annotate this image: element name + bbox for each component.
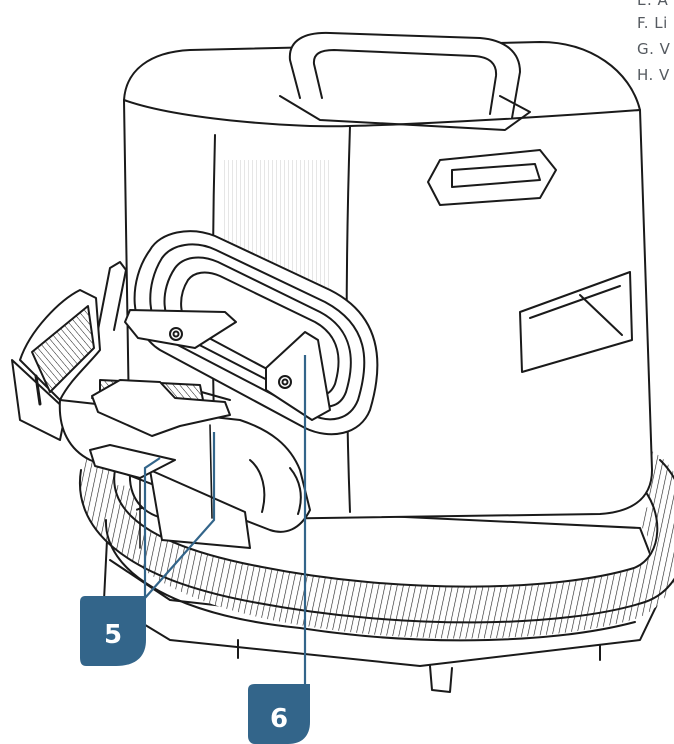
legend-item-e: E. A	[637, 0, 669, 9]
legend-item-h: H. V	[637, 66, 670, 84]
carry-handle	[279, 31, 557, 206]
accessory-clips	[89, 309, 237, 549]
legend-item-g: G. V	[637, 40, 671, 58]
parts-legend: E. A F. Li G. V H. V	[637, 0, 674, 100]
side-grip	[519, 271, 633, 373]
callout-5-number: 5	[104, 620, 122, 650]
callout-6-number: 6	[270, 704, 288, 734]
callout-6: 6	[248, 684, 310, 744]
legend-item-f: F. Li	[637, 14, 668, 32]
crevice-tool	[11, 289, 101, 441]
callout-5: 5	[80, 596, 146, 666]
nozzle-clip	[265, 331, 331, 421]
